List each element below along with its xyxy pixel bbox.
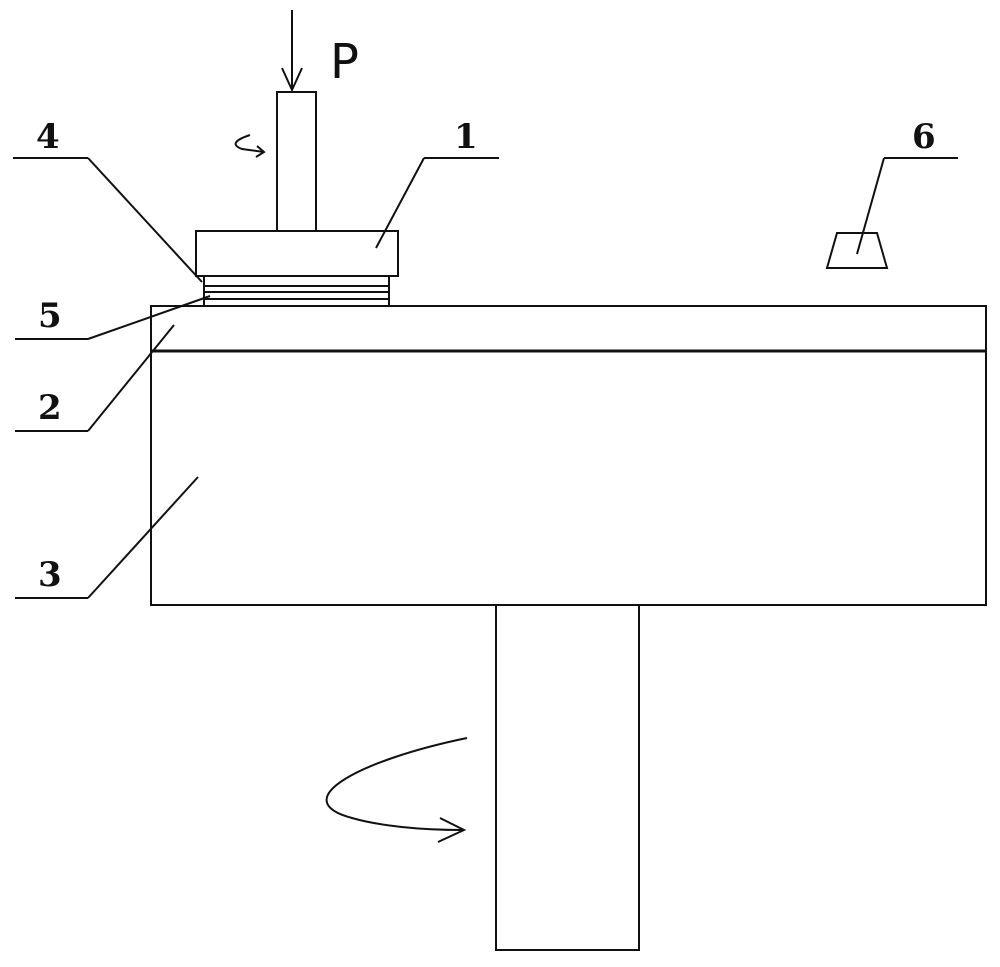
part-2-top-layer	[150, 305, 987, 352]
leader-4	[13, 157, 203, 283]
leader-2	[15, 324, 175, 432]
leader-1	[375, 157, 499, 249]
part-3-base-plate	[150, 350, 987, 606]
label-1: 1	[454, 117, 478, 157]
leader-3	[15, 476, 199, 599]
leader-5	[15, 295, 211, 340]
lower-rotation-arrowhead	[437, 817, 467, 843]
label-6: 6	[912, 117, 936, 157]
label-3: 3	[38, 555, 62, 595]
lower-shaft	[495, 604, 640, 951]
upper-shaft	[276, 91, 317, 232]
force-label: P	[330, 34, 359, 90]
part-4-ring	[203, 275, 390, 287]
leader-6	[856, 157, 958, 255]
lower-rotation-arrow	[325, 737, 468, 831]
label-4: 4	[36, 117, 60, 157]
upper-rotation-arrow	[234, 134, 265, 153]
upper-rotation-arrowhead	[255, 145, 266, 158]
label-2: 2	[38, 388, 62, 428]
label-5: 5	[38, 296, 62, 336]
part-5-contact-layer	[203, 285, 390, 307]
part-1-head	[195, 230, 399, 277]
force-arrow-p	[281, 10, 303, 93]
